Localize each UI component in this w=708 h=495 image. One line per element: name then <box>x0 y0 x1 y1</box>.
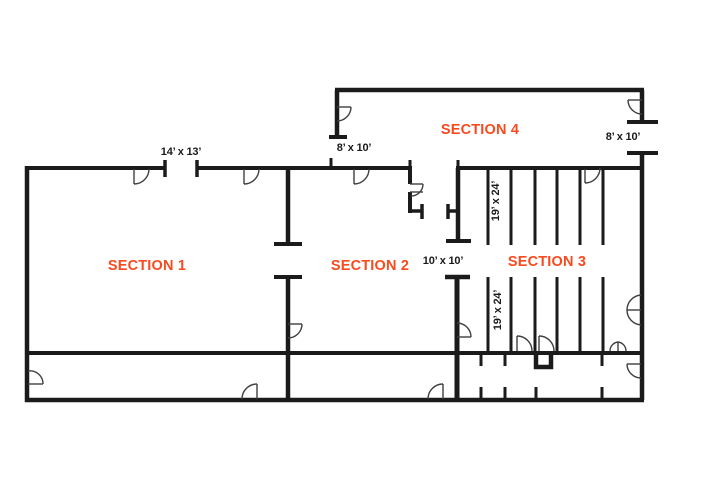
door-arc <box>133 168 150 185</box>
door-arc <box>626 309 642 326</box>
dim-19x24-upper-label: 19’ x 24’ <box>490 181 502 222</box>
door-arc <box>626 363 642 379</box>
dim-10x10-label: 10’ x 10’ <box>423 255 464 267</box>
door-arc <box>243 168 260 185</box>
dim-8x10-right-label: 8’ x 10’ <box>606 131 641 143</box>
door-arc <box>410 183 424 197</box>
door-arc <box>626 294 642 311</box>
door-arc <box>353 168 370 185</box>
door-arc <box>516 335 533 352</box>
corridor-stubs <box>479 353 604 400</box>
section-2-label: SECTION 2 <box>331 258 409 274</box>
door-arc <box>287 323 303 339</box>
door-arc <box>609 341 619 352</box>
section-labels: SECTION 1 SECTION 2 SECTION 3 SECTION 4 <box>108 122 586 274</box>
door-arc <box>427 383 444 400</box>
dim-8x10-left-label: 8’ x 10’ <box>337 142 372 154</box>
door-jambs <box>163 120 658 280</box>
door-arc <box>627 99 643 115</box>
dim-14x13-label: 14’ x 13’ <box>161 146 202 158</box>
door-arc <box>456 322 472 338</box>
closet-u <box>533 353 554 370</box>
walls <box>24 87 645 403</box>
bay-stripes-upper <box>486 168 605 245</box>
door-arc <box>617 341 627 352</box>
dim-19x24-lower-label: 19’ x 24’ <box>492 290 504 331</box>
dimension-labels: 14’ x 13’ 8’ x 10’ 8’ x 10’ 10’ x 10’ 19… <box>161 131 641 330</box>
section-4-label: SECTION 4 <box>441 122 519 138</box>
door-arc <box>538 335 555 352</box>
door-arc <box>584 167 601 184</box>
bay-stripes-lower <box>486 277 605 353</box>
door-arc <box>27 370 44 385</box>
door-swings <box>27 99 643 400</box>
section-3-label: SECTION 3 <box>508 254 586 270</box>
door-arc <box>336 106 352 122</box>
section-1-label: SECTION 1 <box>108 258 186 274</box>
door-arc <box>241 383 258 400</box>
